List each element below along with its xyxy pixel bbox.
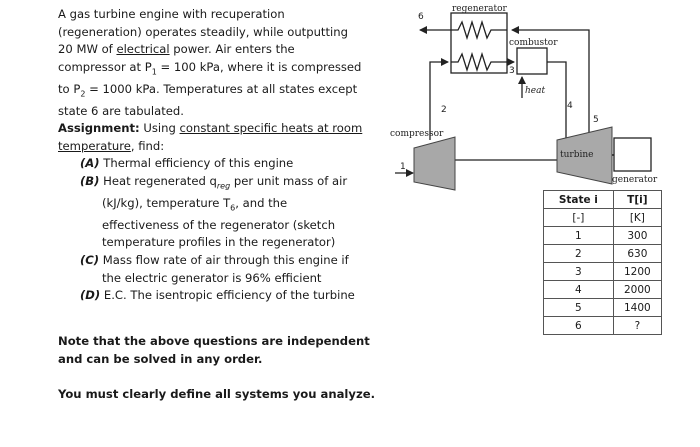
note-line-2: and can be solved in any order.: [58, 352, 263, 366]
temp-cell: 300: [612, 226, 663, 245]
question-d: (D) E.C. The isentropic efficiency of th…: [80, 288, 355, 303]
state-6-label: 6: [418, 12, 424, 22]
temp-cell: 2000: [612, 280, 663, 299]
electrical-underlined: electrical: [116, 42, 170, 57]
intro-line-2: (regeneration) operates steadily, while …: [58, 24, 348, 39]
problem-statement: A gas turbine engine with recuperation (…: [58, 6, 388, 305]
state4-flow-arrow: [547, 61, 570, 151]
state-1-label: 1: [400, 162, 406, 172]
state-4-label: 4: [567, 101, 573, 111]
compressor-body: [413, 136, 456, 191]
turbine-body: [556, 126, 613, 185]
intro-line-1: A gas turbine engine with recuperation: [58, 7, 285, 21]
state-2-label: 2: [441, 105, 447, 115]
intro-line-4: compressor at P1 = 100 kPa, where it is …: [58, 59, 362, 77]
table-row: 6?: [543, 316, 663, 335]
generator-label: generator: [612, 175, 658, 185]
state-cell: 5: [543, 298, 614, 317]
header-temperature: T[i]: [612, 190, 663, 209]
state-cell: 2: [543, 244, 614, 263]
combustor-box: [516, 47, 548, 75]
note-line-3: You must clearly define all systems you …: [58, 387, 375, 401]
temp-cell: ?: [612, 316, 663, 335]
intro-line-6: state 6 are tabulated.: [58, 103, 184, 118]
unit-temperature: [K]: [612, 208, 663, 227]
combustor-label: combustor: [509, 38, 558, 48]
regenerator-box: [450, 12, 508, 74]
assignment-label: Assignment:: [58, 121, 140, 136]
temp-cell: 1200: [612, 262, 663, 281]
unit-state: [-]: [543, 208, 614, 227]
notes: Note that the above questions are indepe…: [58, 332, 388, 403]
question-b-cont-3: temperature profiles in the regenerator): [102, 235, 336, 250]
question-b-cont-1: (kJ/kg), temperature T6, and the: [102, 195, 288, 213]
intro-line-5: to P2 = 1000 kPa. Temperatures at all st…: [58, 81, 358, 98]
regenerator-coil-top: [451, 19, 507, 41]
state-cell: 4: [543, 280, 614, 299]
assignment-line: Assignment: Using constant specific heat…: [58, 121, 363, 136]
state-cell: 3: [543, 262, 614, 281]
regenerator-coil-bottom: [451, 51, 507, 73]
generator-box: [613, 137, 652, 172]
heat-label: heat: [525, 86, 545, 96]
question-a: (A) Thermal efficiency of this engine: [80, 156, 294, 171]
question-c: (C) Mass flow rate of air through this e…: [80, 252, 349, 267]
table-header-row: State i T[i]: [543, 190, 663, 209]
temp-cell: 1400: [612, 298, 663, 317]
turbine-label: turbine: [560, 150, 593, 160]
state-3-label: 3: [509, 66, 515, 76]
regenerator-label: regenerator: [452, 4, 508, 14]
question-b-cont-2: effectiveness of the regenerator (sketch: [102, 217, 336, 232]
temp-cell: 630: [612, 244, 663, 263]
header-state: State i: [543, 190, 614, 209]
assignment-line-2: temperature, find:: [58, 138, 165, 153]
state-5-label: 5: [593, 115, 599, 125]
intro-line-3: 20 MW of electrical power. Air enters th…: [58, 42, 295, 57]
note-line-1: Note that the above questions are indepe…: [58, 334, 370, 348]
question-c-cont: the electric generator is 96% efficient: [102, 270, 322, 285]
state-cell: 6: [543, 316, 614, 335]
state-cell: 1: [543, 226, 614, 245]
state2-flow-arrow: [429, 58, 449, 140]
state5-flow-arrow: [511, 26, 590, 138]
compressor-label: compressor: [390, 129, 444, 139]
table-units-row: [-] [K]: [543, 208, 663, 227]
question-b: (B) Heat regenerated qreg per unit mass …: [80, 173, 348, 191]
